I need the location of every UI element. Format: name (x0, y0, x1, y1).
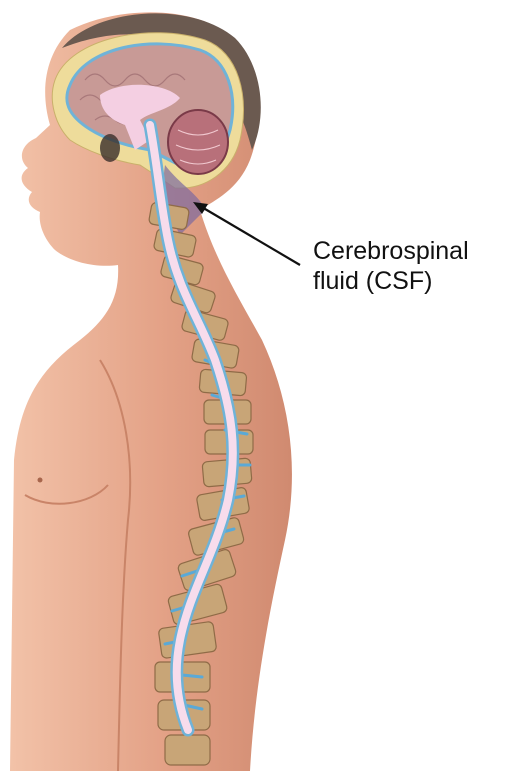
callout-label-line1: Cerebrospinal (313, 236, 519, 266)
callout-label-line2: fluid (CSF) (313, 266, 519, 296)
ear (100, 134, 120, 162)
csf-callout-label: Cerebrospinal fluid (CSF) (313, 236, 519, 296)
nipple (38, 478, 43, 483)
